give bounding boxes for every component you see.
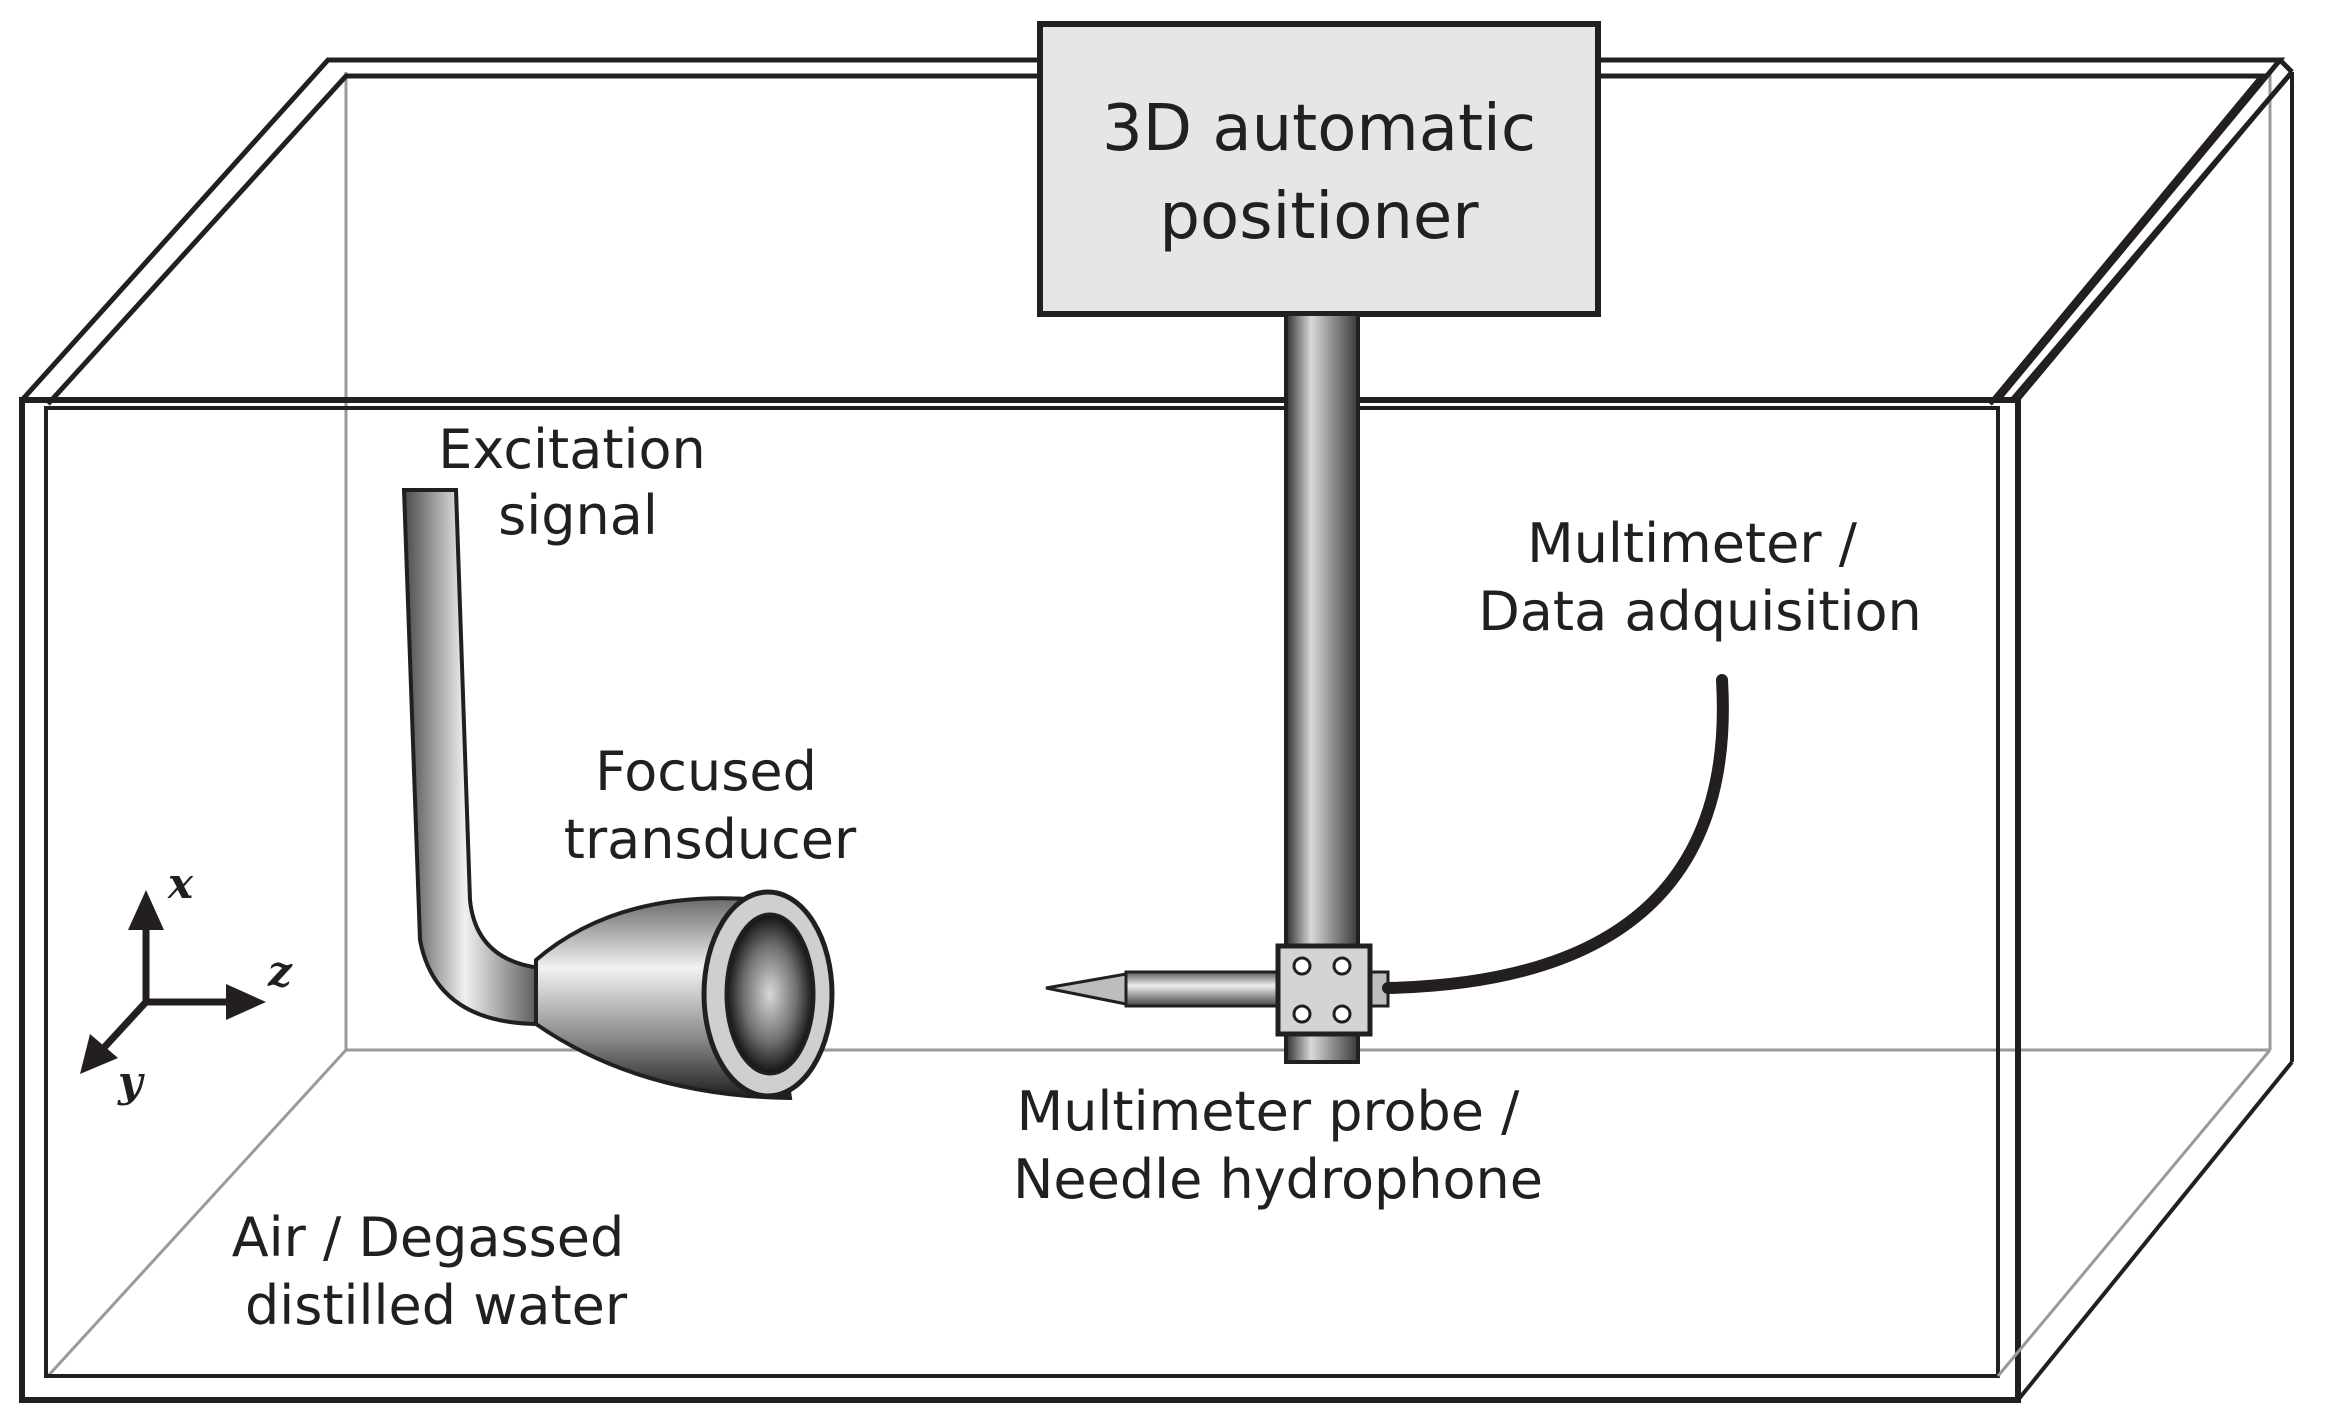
transducer-label-line2: transducer: [564, 808, 857, 871]
multimeter-cable: [1382, 674, 1729, 994]
positioner-box: [1037, 21, 1601, 317]
probe-clamp: [1275, 943, 1373, 1037]
focused-transducer: [534, 889, 835, 1101]
excitation-label-line1: Excitation: [438, 418, 706, 481]
multimeter-label-line1: Multimeter /: [1527, 512, 1858, 575]
axis-y-label: y: [117, 1057, 145, 1106]
medium-label-line1: Air / Degassed: [232, 1206, 625, 1269]
positioner-rod: [1284, 312, 1360, 1064]
excitation-cable: [401, 488, 542, 1027]
multimeter-label-line2: Data adquisition: [1478, 580, 1922, 643]
coordinate-axes: [80, 890, 266, 1074]
transducer-face: [724, 912, 816, 1076]
probe-label-line2: Needle hydrophone: [1013, 1148, 1543, 1211]
positioner-label-line1: 3D automatic: [1102, 92, 1536, 166]
axis-z-label: z: [267, 947, 293, 996]
probe-label-line1: Multimeter probe /: [1017, 1080, 1521, 1143]
excitation-label-line2: signal: [498, 484, 658, 547]
positioner-label-line2: positioner: [1159, 180, 1479, 254]
tank-front: [19, 397, 2021, 1403]
needle-probe: [1045, 970, 1390, 1008]
transducer-label-line1: Focused: [595, 740, 817, 803]
medium-label-line2: distilled water: [245, 1274, 628, 1337]
tank-right-side: [1996, 70, 2294, 1402]
axis-x-label: x: [167, 859, 194, 908]
